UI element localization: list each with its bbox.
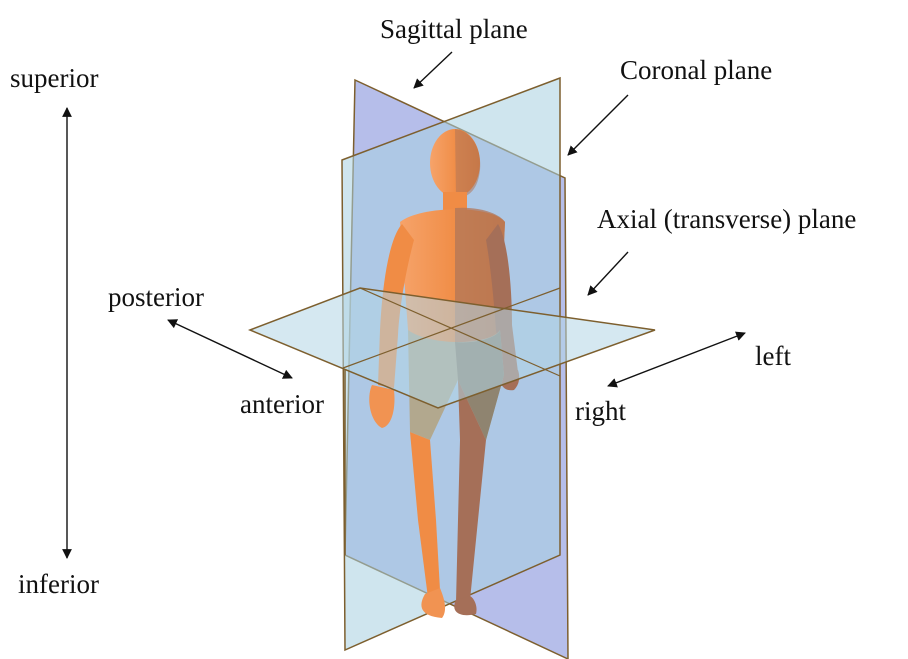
left-right-arrow <box>608 333 745 386</box>
axial-pointer-arrow <box>588 252 628 295</box>
anterior-label: anterior <box>240 389 324 419</box>
axial-plane-label: Axial (transverse) plane <box>597 204 856 234</box>
coronal-plane-label: Coronal plane <box>620 55 772 85</box>
posterior-label: posterior <box>108 282 204 312</box>
sagittal-pointer-arrow <box>414 52 452 88</box>
coronal-pointer-arrow <box>568 95 628 155</box>
inferior-label: inferior <box>18 569 99 599</box>
sagittal-plane-label: Sagittal plane <box>380 14 528 44</box>
right-label: right <box>575 396 626 426</box>
superior-label: superior <box>10 63 98 93</box>
left-label: left <box>755 341 791 371</box>
